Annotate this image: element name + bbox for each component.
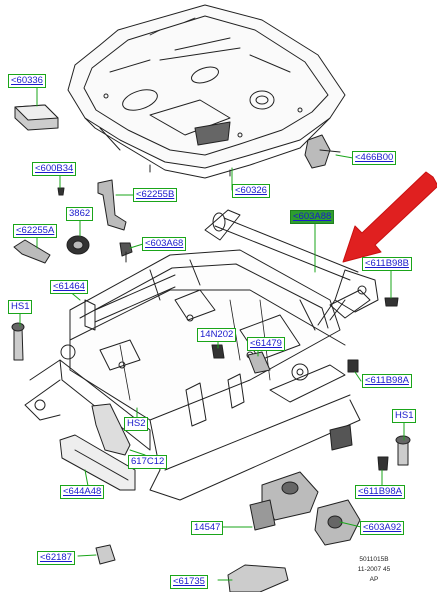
callout-62187[interactable]: <62187 — [37, 551, 75, 565]
callout-603A92[interactable]: <603A92 — [360, 521, 405, 535]
red-arrow — [342, 171, 437, 263]
rear-cross-tube — [204, 209, 379, 326]
callout-644A48[interactable]: <644A48 — [60, 485, 105, 499]
callout-603A68[interactable]: <603A68 — [142, 237, 187, 251]
callout-14N202[interactable]: 14N202 — [197, 328, 237, 342]
callout-611B98B[interactable]: <611B98B — [362, 257, 412, 271]
callout-60336[interactable]: <60336 — [8, 74, 46, 88]
callout-14547[interactable]: 14547 — [191, 521, 224, 535]
diagram-stamp-suffix: AP — [369, 576, 379, 583]
callout-61735[interactable]: <61735 — [170, 575, 208, 589]
diagram-stamp-code: 5011015B — [359, 556, 389, 563]
diagram-stamp-date: 11-2007 45 — [357, 566, 391, 573]
misc-parts — [11, 104, 411, 592]
seat-cushion-pan — [67, 4, 346, 179]
callout-60326[interactable]: <60326 — [232, 184, 270, 198]
callout-HS1-left[interactable]: HS1 — [8, 300, 33, 314]
callout-466B00[interactable]: <466B00 — [352, 151, 397, 165]
callout-HS2[interactable]: HS2 — [124, 417, 149, 431]
callout-611B98A[interactable]: <611B98A — [362, 374, 412, 388]
leader-lines — [19, 87, 405, 581]
callout-617C12[interactable]: 617C12 — [128, 455, 168, 469]
callout-61479[interactable]: <61479 — [247, 337, 285, 351]
callout-600B34[interactable]: <600B34 — [32, 162, 77, 176]
callout-611B98A-lower[interactable]: <611B98A — [355, 485, 405, 499]
callout-62255A[interactable]: <62255A — [13, 224, 58, 238]
callout-62255B[interactable]: <62255B — [133, 188, 178, 202]
callout-HS1-right[interactable]: HS1 — [392, 409, 417, 423]
callout-3862[interactable]: 3862 — [66, 207, 94, 221]
callout-603A88-highlighted[interactable]: <603A88 — [290, 210, 335, 224]
front-cross-tube — [94, 274, 176, 323]
callout-61464[interactable]: <61464 — [50, 280, 88, 294]
